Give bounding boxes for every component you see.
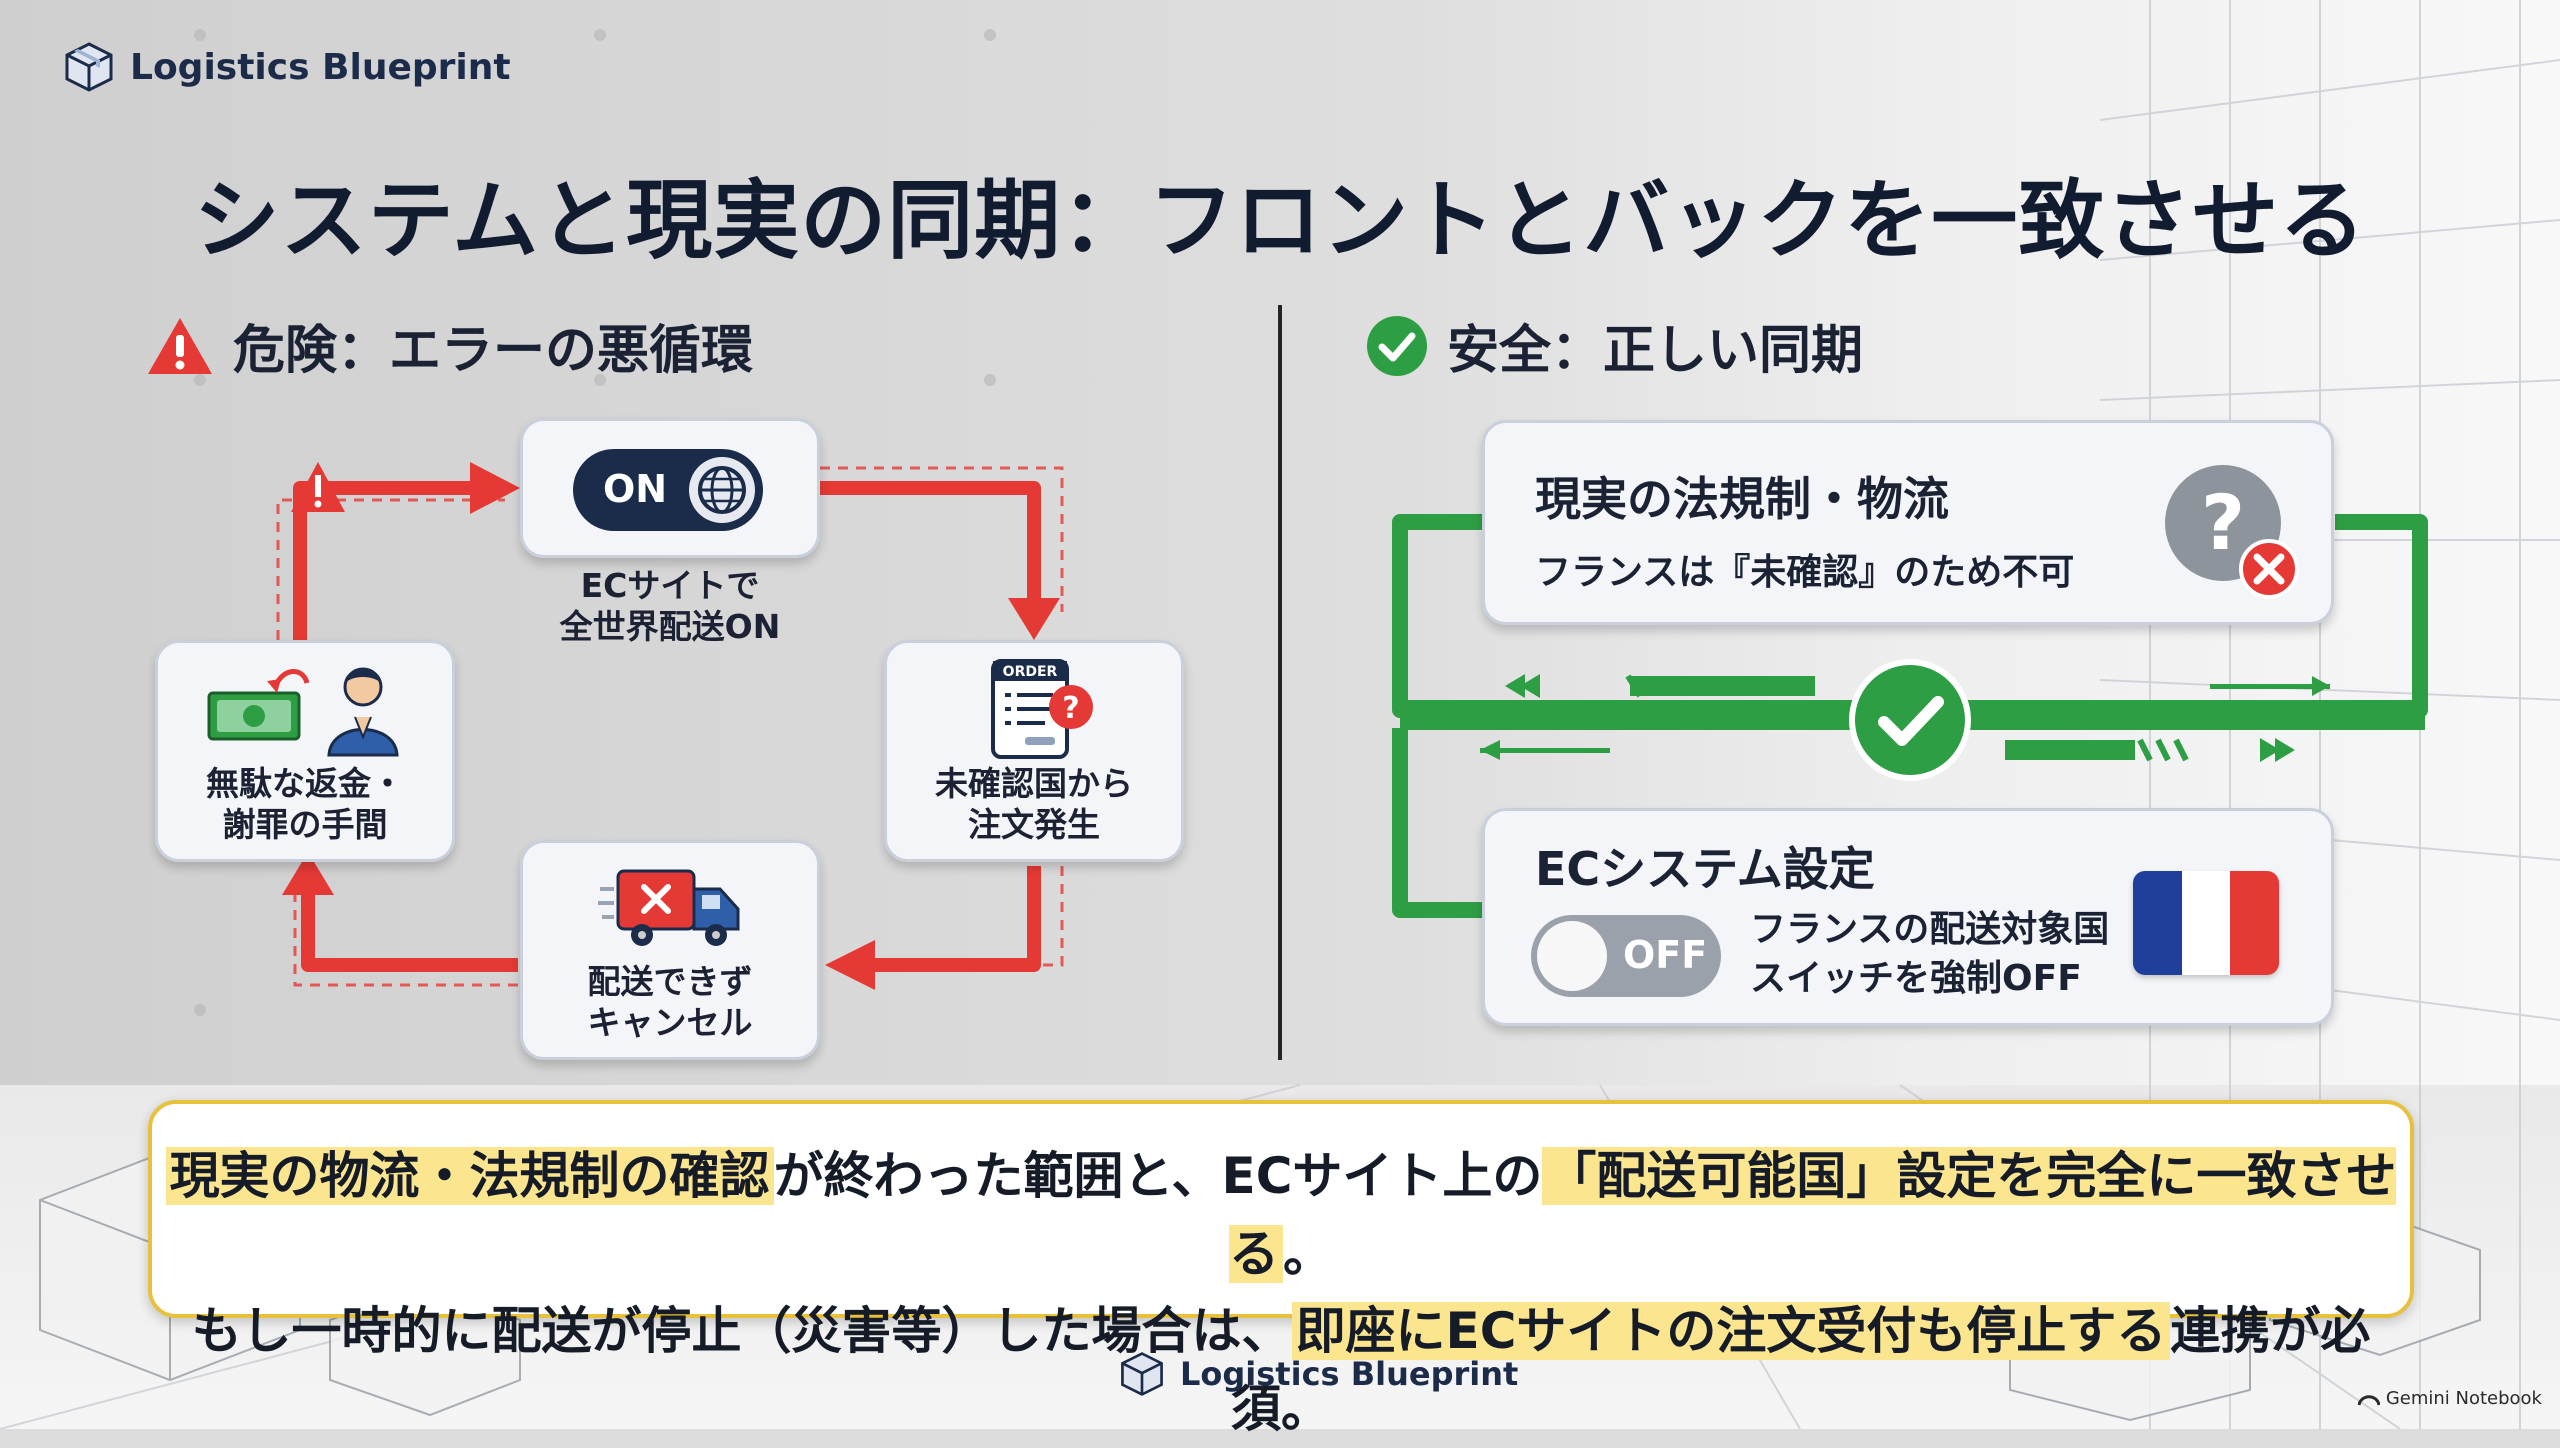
warning-icon — [148, 317, 212, 374]
safe-heading: 安全：正しい同期 — [1365, 308, 1863, 383]
brand-name: Logistics Blueprint — [130, 46, 511, 88]
reality-title: 現実の法規制・物流 — [1535, 472, 1949, 526]
cycle-card-refund: 無駄な返金・ 謝罪の手間 — [155, 640, 455, 862]
toggle-off-switch[interactable]: OFF — [1531, 915, 1721, 997]
reality-text: フランスは『未確認』のため不可 — [1535, 552, 2075, 593]
system-text: フランスの配送対象国 スイッチを強制OFF — [1750, 909, 2110, 999]
summary-highlight: 現実の物流・法規制の確認 — [165, 1147, 774, 1205]
order-document-icon: ORDER ? — [991, 659, 1093, 759]
notebook-logo-icon — [2357, 1394, 2380, 1405]
sync-check-icon — [1849, 659, 1971, 781]
summary-text: が終わった範囲と、ECサイト上の — [773, 1147, 1543, 1205]
refund-apology-icon — [207, 667, 399, 757]
cycle-card-cancel: 配送できず キャンセル — [520, 840, 820, 1060]
summary-box: 現実の物流・法規制の確認が終わった範囲と、ECサイト上の「配送可能国」設定を完全… — [148, 1100, 2414, 1438]
system-card: ECシステム設定 OFF フランスの配送対象国 スイッチを強制OFF — [1482, 808, 2334, 1026]
summary-text: 。 — [1283, 1224, 1333, 1283]
truck-cancel-icon — [598, 869, 740, 946]
brand-footer: Logistics Blueprint — [1118, 1350, 1518, 1398]
package-icon — [1121, 1352, 1163, 1396]
cycle-label-cancel: 配送できず キャンセル — [587, 962, 753, 1043]
toggle-on-label: ON — [603, 467, 668, 511]
brand-name-footer: Logistics Blueprint — [1180, 1355, 1519, 1393]
cycle-label-order: 未確認国から 注文発生 — [935, 764, 1133, 845]
cycle-card-site-on: ON — [520, 418, 820, 558]
page-title: システムと現実の同期：フロントとバックを一致させる — [193, 171, 2367, 271]
brand-header: Logistics Blueprint — [62, 40, 511, 94]
cycle-card-order: ORDER ? 未確認国から 注文発生 — [884, 640, 1184, 862]
credit: Gemini Notebook — [2357, 1388, 2542, 1409]
toggle-on-switch: ON — [573, 449, 763, 531]
check-circle-icon — [1367, 315, 1427, 376]
summary-text: 連携が必須。 — [1231, 1302, 2371, 1438]
safe-heading-text: 安全：正しい同期 — [1447, 321, 1864, 381]
summary-text: もし一時的に配送が停止（災害等）した場合は、 — [191, 1302, 1292, 1360]
reality-card: 現実の法規制・物流 フランスは『未確認』のため不可 ? — [1482, 420, 2334, 625]
question-x-icon: ? — [2165, 465, 2299, 599]
danger-heading-text: 危険：エラーの悪循環 — [233, 321, 754, 381]
svg-text:?: ? — [2201, 478, 2245, 567]
section-divider — [1278, 305, 1282, 1060]
package-icon — [65, 42, 113, 92]
order-badge-text: ORDER — [1003, 664, 1058, 680]
svg-text:?: ? — [1062, 691, 1079, 726]
credit-text: Gemini Notebook — [2385, 1388, 2542, 1409]
toggle-knob — [1537, 921, 1607, 991]
summary-line-1: 現実の物流・法規制の確認が終わった範囲と、ECサイト上の「配送可能国」設定を完全… — [152, 1138, 2410, 1293]
cycle-label-refund: 無駄な返金・ 謝罪の手間 — [206, 764, 404, 845]
globe-icon — [689, 457, 755, 523]
summary-line-2: もし一時的に配送が停止（災害等）した場合は、即座にECサイトの注文受付も停止する… — [152, 1293, 2410, 1448]
system-title: ECシステム設定 — [1535, 842, 1875, 896]
france-flag-icon — [2133, 871, 2279, 975]
small-warning-icon — [291, 462, 345, 512]
toggle-off-label: OFF — [1623, 933, 1708, 977]
danger-heading: 危険：エラーの悪循環 — [145, 308, 753, 383]
cycle-label-site-on: ECサイトで 全世界配送ON — [559, 566, 781, 647]
summary-highlight: 即座にECサイトの注文受付も停止する — [1291, 1302, 2171, 1360]
